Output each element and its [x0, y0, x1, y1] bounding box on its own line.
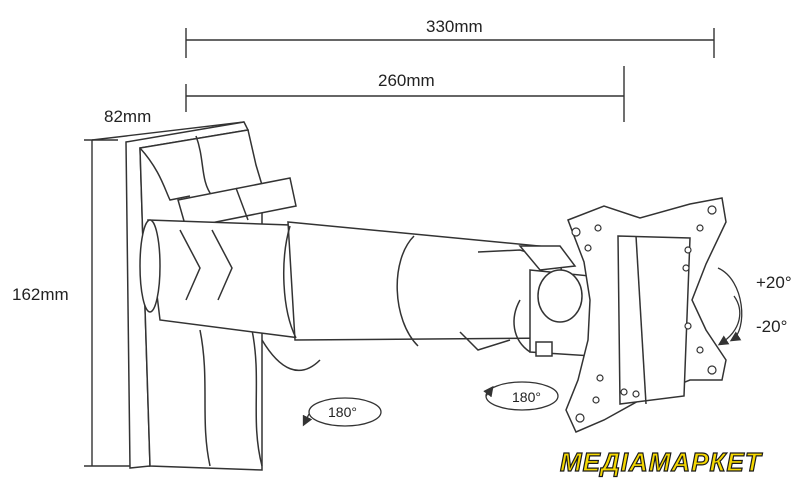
tilt-up-label: +20°: [756, 273, 792, 292]
head-swivel-label: 180°: [512, 389, 541, 405]
dimension-line-82: [91, 121, 245, 141]
plate-height-label: 162mm: [12, 285, 69, 304]
vesa-plate: [565, 197, 727, 433]
tilt-joint: [513, 269, 621, 357]
arm-swivel-arrow: [302, 397, 382, 427]
hinge-knuckle: [139, 219, 301, 339]
dimension-line-260: [185, 66, 625, 122]
tilt-down-label: -20°: [756, 317, 788, 336]
mediamarket-logo: МЕДІАМАРКЕТ: [559, 447, 762, 477]
vesa-screw-holes: [571, 205, 717, 423]
dimension-line-330: [185, 28, 715, 58]
arm-swivel-label: 180°: [328, 404, 357, 420]
plate-depth-label: 82mm: [104, 107, 152, 126]
reach-length-label: 260mm: [378, 71, 435, 90]
overall-length-label: 330mm: [426, 17, 483, 36]
head-swivel-arrow: [483, 381, 559, 411]
tilt-arrow: [717, 267, 743, 346]
arm-tube: [283, 221, 577, 351]
